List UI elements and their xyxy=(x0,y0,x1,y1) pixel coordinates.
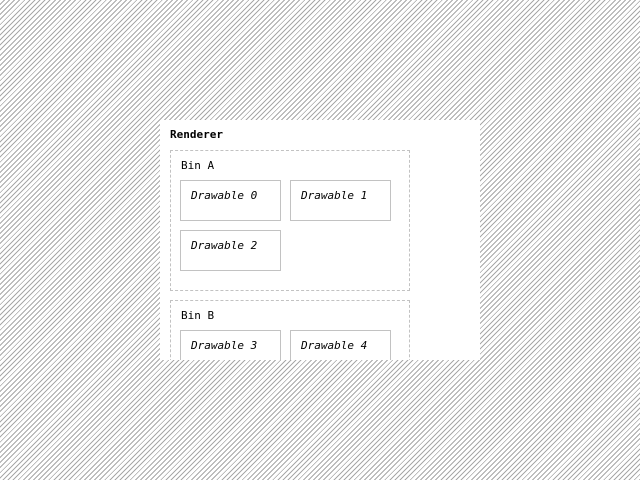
renderer-panel: Renderer Bin A Drawable 0 Drawable 1 Dra… xyxy=(160,120,480,360)
drawable-2: Drawable 2 xyxy=(180,230,281,271)
drawable-0: Drawable 0 xyxy=(180,180,281,221)
drawable-1-label: Drawable 1 xyxy=(301,189,368,202)
drawable-4-label: Drawable 4 xyxy=(301,339,368,352)
renderer-title: Renderer xyxy=(170,128,223,141)
drawable-3: Drawable 3 xyxy=(180,330,281,360)
drawable-1: Drawable 1 xyxy=(290,180,391,221)
drawable-2-label: Drawable 2 xyxy=(191,239,258,252)
bin-b: Bin B Drawable 3 Drawable 4 xyxy=(170,300,410,360)
drawable-4: Drawable 4 xyxy=(290,330,391,360)
drawable-3-label: Drawable 3 xyxy=(191,339,258,352)
bin-b-label: Bin B xyxy=(181,309,215,322)
bin-a-label: Bin A xyxy=(181,159,215,172)
drawable-0-label: Drawable 0 xyxy=(191,189,258,202)
bin-a: Bin A Drawable 0 Drawable 1 Drawable 2 xyxy=(170,150,410,291)
